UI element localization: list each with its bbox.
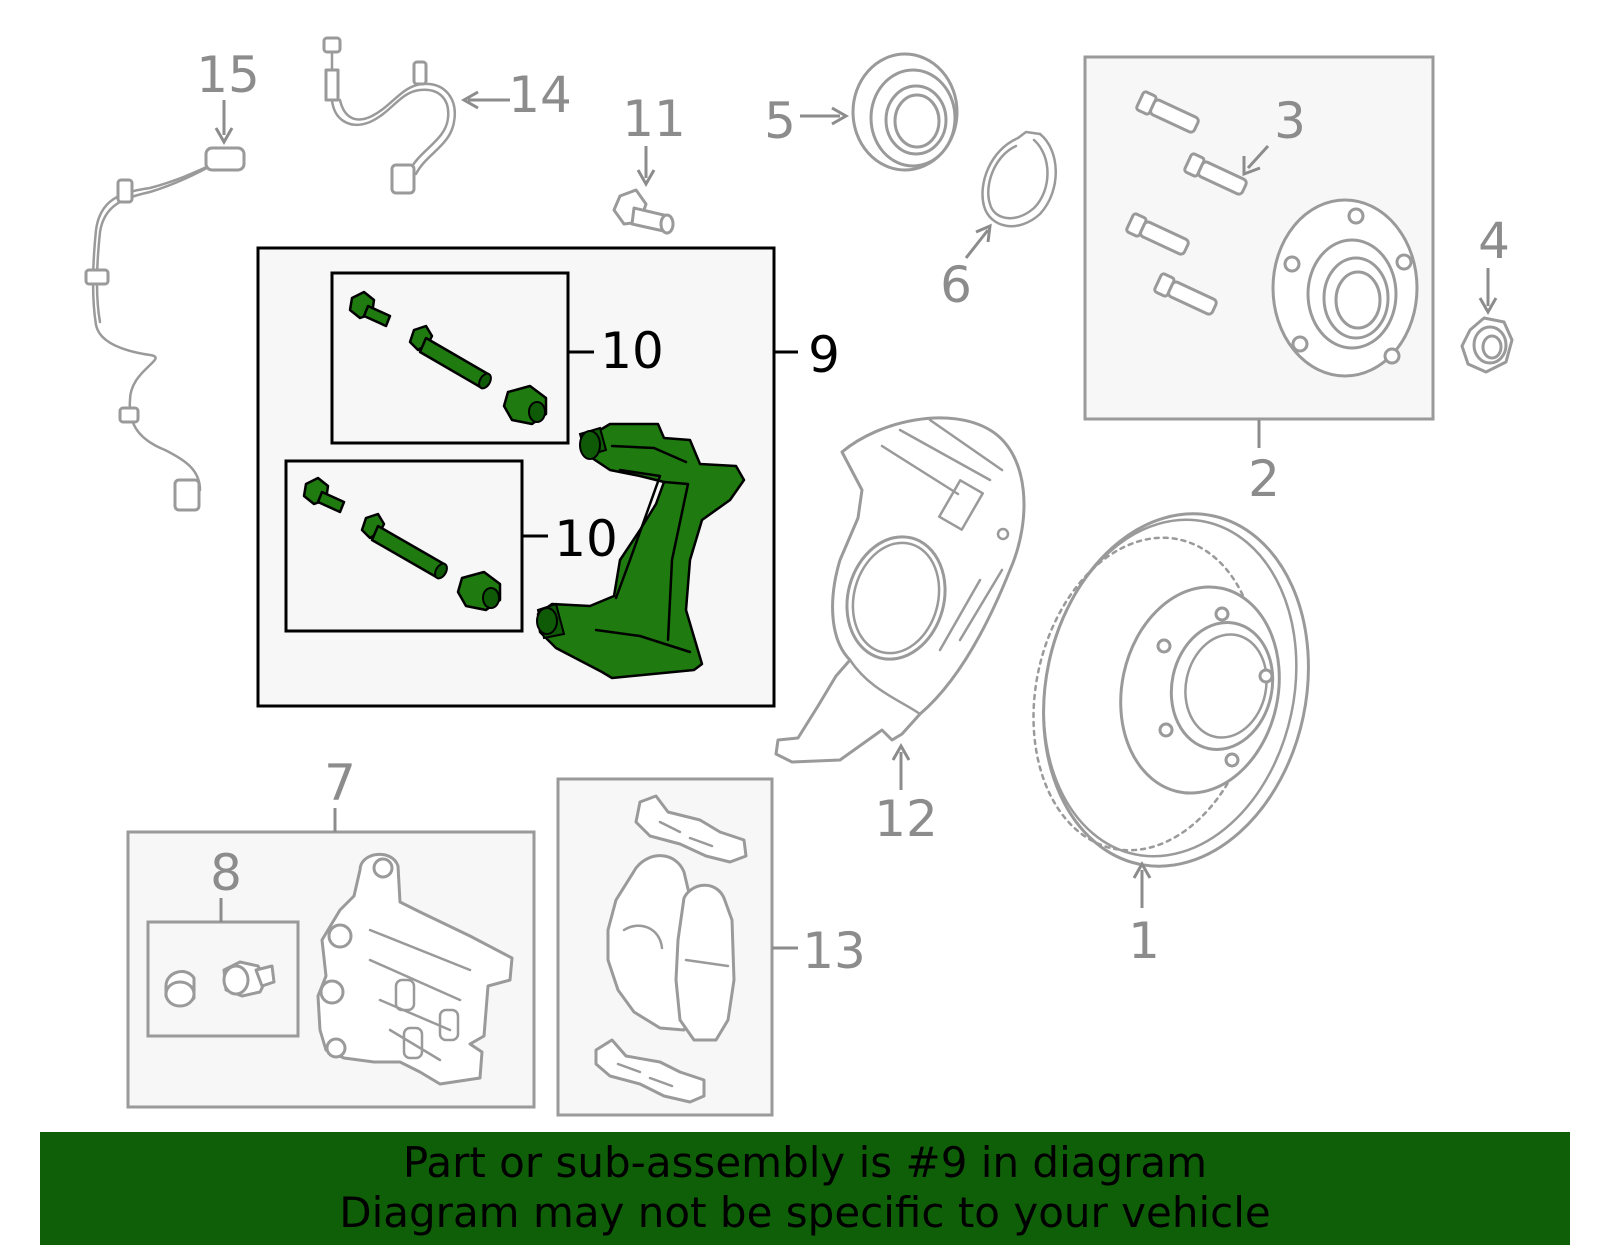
part-11-bolt[interactable] <box>612 188 675 235</box>
part-4-nut[interactable] <box>1460 316 1514 374</box>
callout-4: 4 <box>1478 212 1510 270</box>
callout-15: 15 <box>196 46 260 104</box>
part-8-bleeder-kit[interactable] <box>164 960 276 1008</box>
callout-12: 12 <box>874 790 938 848</box>
banner-line-2: Diagram may not be specific to your vehi… <box>339 1188 1271 1237</box>
callout-7: 7 <box>324 754 356 812</box>
callout-14: 14 <box>508 66 572 124</box>
banner-line-1: Part or sub-assembly is #9 in diagram <box>402 1138 1208 1187</box>
part-13-brake-pads[interactable] <box>594 794 748 1104</box>
info-banner: Part or sub-assembly is #9 in diagram Di… <box>40 1132 1570 1245</box>
callout-1: 1 <box>1128 912 1160 970</box>
callout-11: 11 <box>622 90 686 148</box>
part-3-studs[interactable] <box>1125 90 1249 317</box>
part-6-snap-ring[interactable] <box>981 130 1057 228</box>
part-12-dust-shield[interactable] <box>774 416 1026 764</box>
part-2-hub[interactable] <box>1271 198 1419 378</box>
part-10-guide-pin-kit-lower[interactable] <box>302 476 502 612</box>
callout-6: 6 <box>940 256 972 314</box>
part-9-caliper-bracket[interactable] <box>536 422 746 680</box>
callout-2: 2 <box>1248 450 1280 508</box>
callout-13: 13 <box>802 922 866 980</box>
part-10-guide-pin-kit-upper[interactable] <box>348 290 548 426</box>
callout-5: 5 <box>764 92 796 150</box>
callout-3: 3 <box>1274 92 1306 150</box>
callout-9: 9 <box>808 326 840 384</box>
callout-8: 8 <box>210 844 242 902</box>
part-15-speed-sensor[interactable] <box>84 146 246 512</box>
part-14-brake-hose[interactable] <box>322 36 456 195</box>
callout-10-lower: 10 <box>554 510 618 568</box>
part-5-bearing[interactable] <box>851 52 959 172</box>
part-7-caliper[interactable] <box>316 852 514 1086</box>
part-1-rotor[interactable] <box>1006 489 1341 891</box>
callout-10-upper: 10 <box>600 322 664 380</box>
